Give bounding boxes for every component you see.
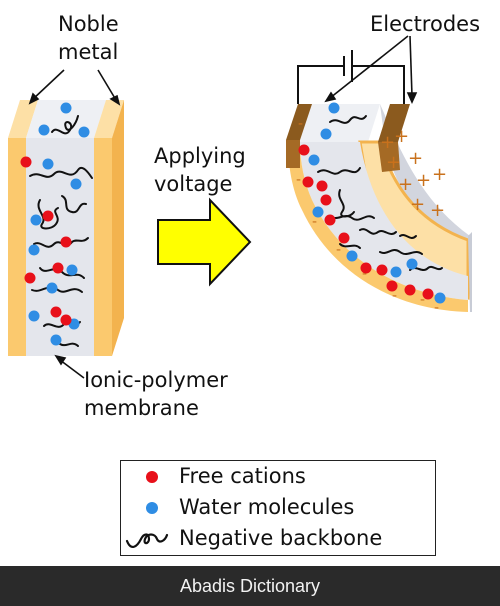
particles-flat (20, 102, 90, 346)
applying-voltage-label-line1: Applying (154, 144, 246, 168)
footer-text: Abadis Dictionary (179, 576, 321, 596)
legend-label-water: Water molecules (179, 495, 355, 519)
metal-layer-left (8, 138, 26, 356)
plus-sign: + (394, 126, 409, 147)
noble-metal-label-line2: metal (58, 40, 119, 64)
plus-sign: + (386, 152, 401, 173)
minus-sign: - (296, 172, 301, 188)
particles-bent (298, 102, 446, 304)
cation-dot-icon (146, 471, 158, 483)
electrode-leaders (324, 35, 418, 104)
positive-charges: + + + + + + + + + (380, 126, 447, 221)
legend: Free cations Water molecules Negative ba… (120, 460, 436, 556)
water-dot-icon (146, 502, 158, 514)
diagram-canvas: + + + + + + + + + - - - - - - - - (8, 35, 472, 379)
plus-sign: + (432, 164, 447, 185)
bent-membrane: + + + + + + + + + - - - - - - - - (286, 35, 472, 316)
anode-electrode (378, 104, 410, 142)
bent-membrane-front (300, 142, 468, 300)
membrane-label-line1: Ionic-polymer (84, 368, 228, 392)
plus-sign: + (408, 148, 423, 169)
footer-bar: Abadis Dictionary (0, 566, 500, 606)
plus-sign: + (410, 194, 425, 215)
minus-sign: - (392, 288, 397, 304)
metal-layer-right (94, 138, 112, 356)
cathode-metal-face (288, 142, 468, 312)
noble-metal-label-line1: Noble (58, 12, 119, 36)
minus-sign: - (336, 242, 341, 258)
applying-voltage-label-line2: voltage (154, 172, 233, 196)
cathode-electrode (286, 104, 312, 140)
legend-item-water: Water molecules (121, 492, 435, 524)
plus-sign: + (380, 132, 395, 153)
minus-sign: - (434, 300, 439, 316)
bent-membrane-side (380, 104, 470, 270)
metal-layer-left-top (8, 100, 38, 138)
voltage-circuit (297, 50, 405, 104)
bent-membrane-top (290, 104, 380, 142)
electrodes-label: Electrodes (370, 12, 481, 36)
legend-item-cations: Free cations (121, 461, 435, 493)
minus-sign: - (298, 116, 303, 132)
negative-charges: - - - - - - - - (296, 116, 439, 316)
minus-sign: - (420, 292, 425, 308)
metal-layer-right-top (94, 100, 124, 138)
anode-metal-face (360, 142, 468, 298)
minus-sign: - (362, 266, 367, 282)
plus-sign: + (430, 200, 445, 221)
metal-layer-side (112, 100, 124, 356)
membrane-leader (54, 354, 85, 379)
membrane-label-line2: membrane (84, 396, 199, 420)
plus-sign: + (398, 174, 413, 195)
legend-item-backbone: Negative backbone (121, 523, 435, 555)
minus-sign: - (312, 214, 317, 230)
legend-label-backbone: Negative backbone (179, 526, 383, 550)
backbone-squiggle-icon (125, 533, 169, 548)
noble-metal-leaders (28, 69, 121, 106)
plus-sign: + (416, 170, 431, 191)
flat-membrane (8, 100, 124, 356)
legend-label-cations: Free cations (179, 464, 306, 488)
voltage-arrow (157, 197, 252, 287)
